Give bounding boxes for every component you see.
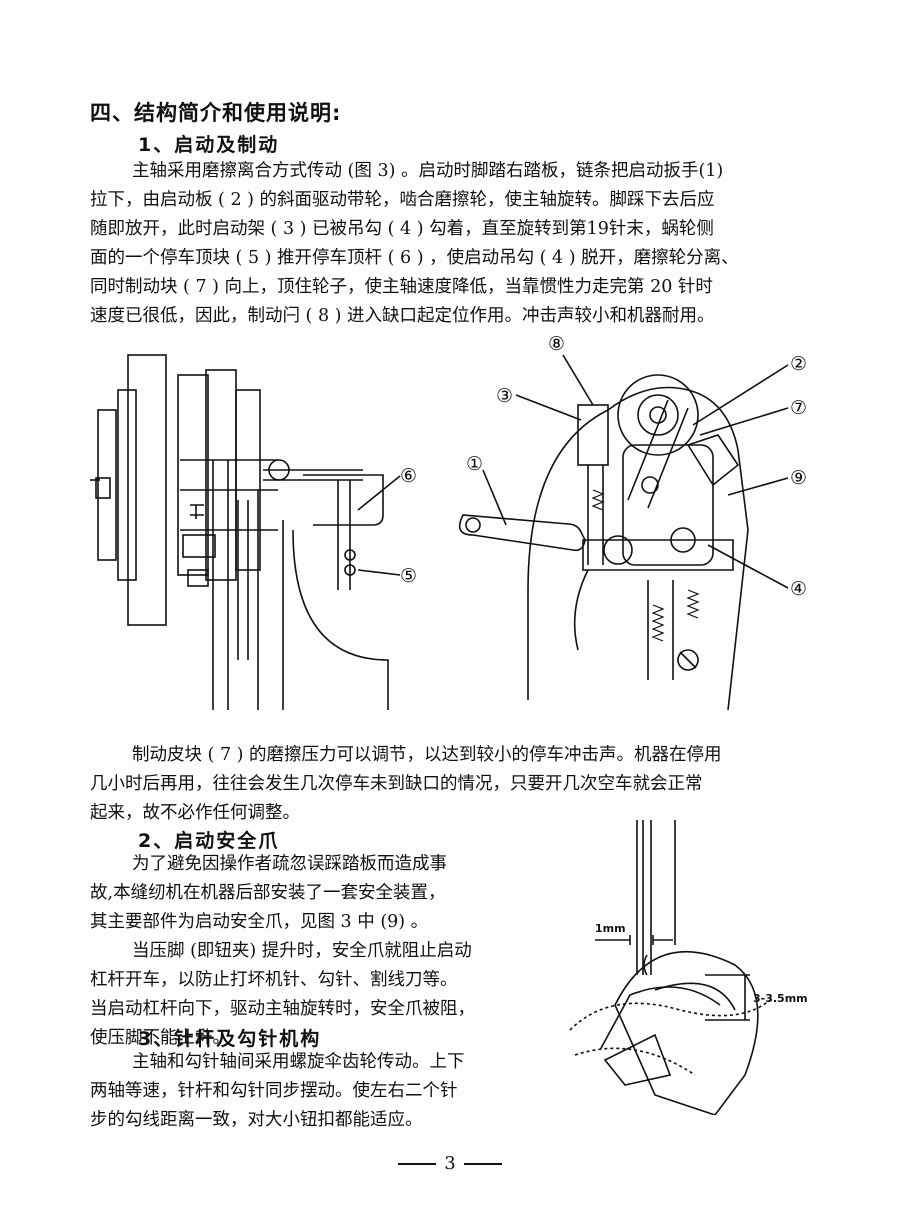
- text-line: 为了避免因操作者疏忽误踩踏板而造成事: [132, 854, 447, 874]
- callout-label: ②: [790, 353, 807, 375]
- callout-label: ①: [466, 453, 483, 475]
- text-line: 主轴和勾针轴间采用螺旋伞齿轮传动。上下: [132, 1052, 465, 1072]
- text-line: 主轴采用磨擦离合方式传动 (图 3) 。启动时脚踏右踏板，链条把启动扳手(1): [132, 161, 724, 181]
- text-line: 拉下，由启动板 ( 2 ) 的斜面驱动带轮，啮合磨擦轮，使主轴旋转。脚踩下去后应: [90, 190, 715, 210]
- callout-label: ⑦: [790, 397, 807, 419]
- callout-label: ④: [790, 578, 807, 600]
- paragraph-needle-hook: 主轴和勾针轴间采用螺旋伞齿轮传动。上下 两轴等速，针杆和勾针同步摆动。使左右二个…: [90, 1048, 540, 1135]
- callout-label: ③: [496, 385, 513, 407]
- text-line: 随即放开，此时启动架 ( 3 ) 已被吊勾 ( 4 ) 勾着，直至旋转到第19针…: [90, 219, 714, 239]
- heading-needle-hook: 3、针杆及勾针机构: [138, 1028, 322, 1050]
- text-line: 杠杆开车，以防止打坏机针、勾针、割线刀等。: [90, 970, 458, 990]
- callout-label: ⑧: [548, 333, 565, 355]
- text-line: 当启动杠杆向下，驱动主轴旋转时，安全爪被阻，: [90, 999, 475, 1019]
- paragraph-brake-adjust: 制动皮块 ( 7 ) 的磨擦压力可以调节，以达到较小的停车冲击声。机器在停用 几…: [90, 741, 812, 828]
- paragraph-start-brake: 主轴采用磨擦离合方式传动 (图 3) 。启动时脚踏右踏板，链条把启动扳手(1) …: [90, 157, 812, 331]
- text-line: 面的一个停车顶块 ( 5 ) 推开停车顶杆 ( 6 ) ，使启动吊勾 ( 4 )…: [90, 248, 739, 268]
- text-line: 故,本缝纫机在机器后部安装了一套安全装置，: [90, 883, 446, 903]
- gap-dimension-label: 1mm: [595, 922, 626, 935]
- start-brake-mechanism-figure: ⑧ ③ ① ② ⑦ ⑨ ④ ⑥ ⑤: [88, 330, 808, 720]
- page-footer: 3: [0, 1153, 900, 1174]
- heading-start-brake: 1、启动及制动: [138, 134, 280, 156]
- text-line: 两轴等速，针杆和勾针同步摆动。使左右二个针: [90, 1081, 458, 1101]
- needle-hook-figure: 1mm 3-3.5mm: [555, 815, 815, 1115]
- page-number: 3: [444, 1153, 456, 1174]
- height-dimension-label: 3-3.5mm: [753, 992, 808, 1005]
- needle-hook-drawing: 1mm 3-3.5mm: [569, 820, 808, 1115]
- mechanism-drawing: ⑧ ③ ① ② ⑦ ⑨ ④ ⑥ ⑤: [90, 333, 807, 711]
- footer-rule-left: [398, 1163, 437, 1165]
- text-line: 当压脚 (即钮夹) 提升时，安全爪就阻止启动: [132, 941, 472, 961]
- text-line: 速度已很低，因此，制动闩 ( 8 ) 进入缺口起定位作用。冲击声较小和机器耐用。: [90, 306, 715, 326]
- callout-label: ⑥: [400, 465, 417, 487]
- heading-safety-claw: 2、启动安全爪: [138, 830, 280, 852]
- callout-label: ⑨: [790, 467, 807, 489]
- text-line: 几小时后再用，往往会发生几次停车未到缺口的情况，只要开几次空车就会正常: [90, 774, 703, 794]
- text-line: 同时制动块 ( 7 ) 向上，顶住轮子，使主轴速度降低，当靠惯性力走完第 20 …: [90, 277, 713, 297]
- text-line: 使压脚不能上升。: [90, 1028, 230, 1048]
- text-line: 其主要部件为启动安全爪，见图 3 中 (9) 。: [90, 912, 429, 932]
- text-line: 制动皮块 ( 7 ) 的磨擦压力可以调节，以达到较小的停车冲击声。机器在停用: [132, 745, 722, 765]
- text-line: 步的勾线距离一致，对大小钮扣都能适应。: [90, 1110, 423, 1130]
- callout-label: ⑤: [400, 565, 417, 587]
- section-title: 四、结构简介和使用说明:: [90, 101, 342, 125]
- text-line: 起来，故不必作任何调整。: [90, 803, 300, 823]
- footer-rule-right: [463, 1163, 502, 1165]
- paragraph-safety-claw: 为了避免因操作者疏忽误踩踏板而造成事 故,本缝纫机在机器后部安装了一套安全装置，…: [90, 850, 540, 1053]
